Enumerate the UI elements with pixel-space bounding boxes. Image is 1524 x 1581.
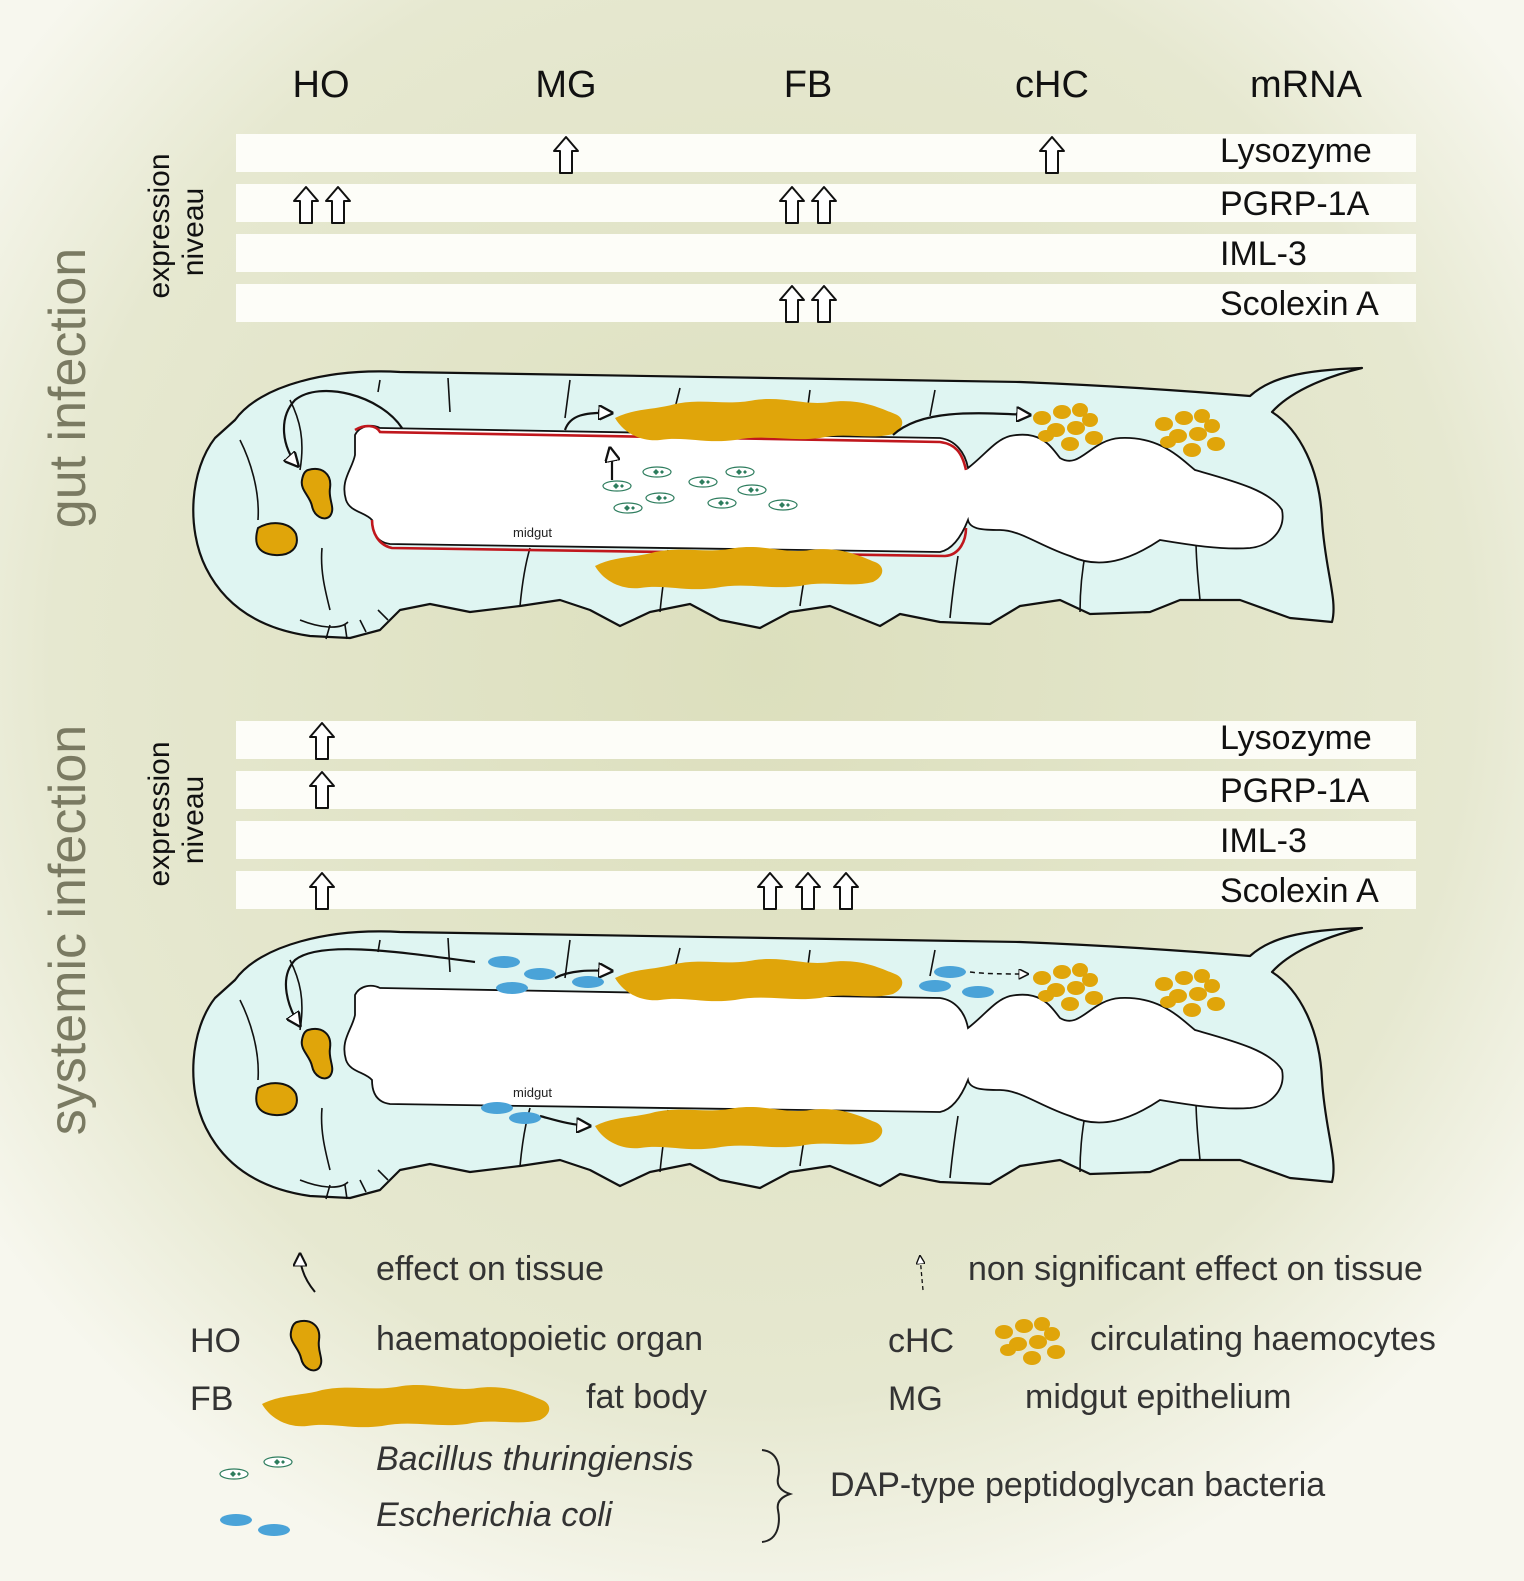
legend-mg-text: midgut epithelium [1025, 1378, 1292, 1416]
ecoli-bacterium [934, 966, 966, 978]
gene-label: Scolexin A [1220, 285, 1379, 323]
effect-arrow [892, 413, 1030, 436]
bar-pgrp [236, 771, 1416, 809]
gene-label: PGRP-1A [1220, 772, 1370, 810]
bt-icon [263, 1456, 293, 1468]
bar-iml3 [236, 234, 1416, 272]
axis-label-niveau: niveau [177, 187, 210, 277]
bt-bacterium [725, 466, 755, 478]
axis-label-niveau: niveau [177, 775, 210, 865]
ecoli-bacterium [524, 968, 556, 980]
midgut-label: midgut [513, 1085, 553, 1100]
legend-chc-abbr: cHC [888, 1322, 955, 1360]
column-header-mg: MG [535, 64, 597, 106]
bar-scolexin [236, 871, 1416, 909]
nonsignificant-arrow-icon [920, 1256, 923, 1291]
systemic-expression-table [236, 721, 1416, 910]
effect-arrow [563, 413, 612, 431]
panel-title-gut: gut infection [39, 247, 97, 529]
nonsignificant-arrow [969, 972, 1028, 974]
legend-ecoli: Escherichia coli [376, 1496, 613, 1534]
ecoli-bacterium [572, 976, 604, 988]
gene-label: Lysozyme [1220, 132, 1372, 170]
caterpillar-gut [192, 366, 1364, 640]
effect-arrow-icon [300, 1254, 316, 1293]
ecoli-bacterium [919, 980, 951, 992]
gene-label: IML-3 [1220, 235, 1307, 273]
legend-bt: Bacillus thuringiensis [376, 1440, 694, 1478]
legend-graphics [219, 1254, 1065, 1543]
gene-label: Lysozyme [1220, 719, 1372, 757]
column-header-mrna: mRNA [1250, 64, 1362, 106]
gene-label: IML-3 [1220, 822, 1307, 860]
panel-title-systemic: systemic infection [39, 724, 97, 1136]
column-header-fb: FB [783, 64, 833, 106]
ecoli-icon [258, 1524, 290, 1536]
haematopoietic-organ [255, 522, 298, 557]
ecoli-bacterium [962, 986, 994, 998]
effect-arrow [610, 448, 612, 480]
ecoli-bacterium [481, 1102, 513, 1114]
bar-lysozyme [236, 134, 1416, 172]
haematopoietic-organ [255, 1082, 298, 1117]
bt-bacterium [642, 466, 672, 478]
legend-fb-abbr: FB [190, 1380, 234, 1418]
bt-bacterium [768, 499, 798, 511]
legend-nonsignificant: non significant effect on tissue [968, 1250, 1423, 1288]
bt-bacterium [688, 476, 718, 488]
gut-expression-table [236, 134, 1416, 323]
caterpillar-systemic [192, 926, 1364, 1200]
effect-arrow [284, 948, 476, 1026]
bt-bacterium [645, 492, 675, 504]
ecoli-bacterium [509, 1112, 541, 1124]
effect-arrow [282, 389, 403, 466]
brace [761, 1449, 794, 1543]
legend-fb-text: fat body [586, 1378, 707, 1416]
legs [299, 1169, 389, 1200]
legend-dap: DAP-type peptidoglycan bacteria [830, 1466, 1326, 1504]
ecoli-icon [220, 1514, 252, 1526]
legend-mg-abbr: MG [888, 1380, 943, 1418]
bt-bacterium [737, 484, 767, 496]
ecoli-bacterium [488, 956, 520, 968]
column-header-chc: cHC [1015, 64, 1089, 106]
effect-arrow [539, 1114, 590, 1126]
legend-ho-abbr: HO [190, 1322, 241, 1360]
gut-cavity [343, 984, 1284, 1124]
bar-iml3 [236, 821, 1416, 859]
column-header-ho: HO [292, 64, 350, 106]
bt-icon [219, 1468, 249, 1480]
effect-arrow [554, 971, 612, 979]
bt-bacterium [613, 502, 643, 514]
axis-label-expression: expression [143, 741, 176, 887]
midgut-label: midgut [513, 525, 553, 540]
gene-label: PGRP-1A [1220, 185, 1370, 223]
axis-label-expression: expression [143, 153, 176, 299]
legend-chc-text: circulating haemocytes [1090, 1320, 1436, 1358]
bar-lysozyme [236, 721, 1416, 759]
bt-bacterium [707, 497, 737, 509]
bt-bacterium [602, 480, 632, 492]
ecoli-bacterium [496, 982, 528, 994]
gut-cavity [343, 424, 1284, 564]
legend-ho-text: haematopoietic organ [376, 1320, 704, 1358]
legs [299, 609, 389, 640]
legend-effect: effect on tissue [376, 1250, 605, 1288]
gene-label: Scolexin A [1220, 872, 1379, 910]
